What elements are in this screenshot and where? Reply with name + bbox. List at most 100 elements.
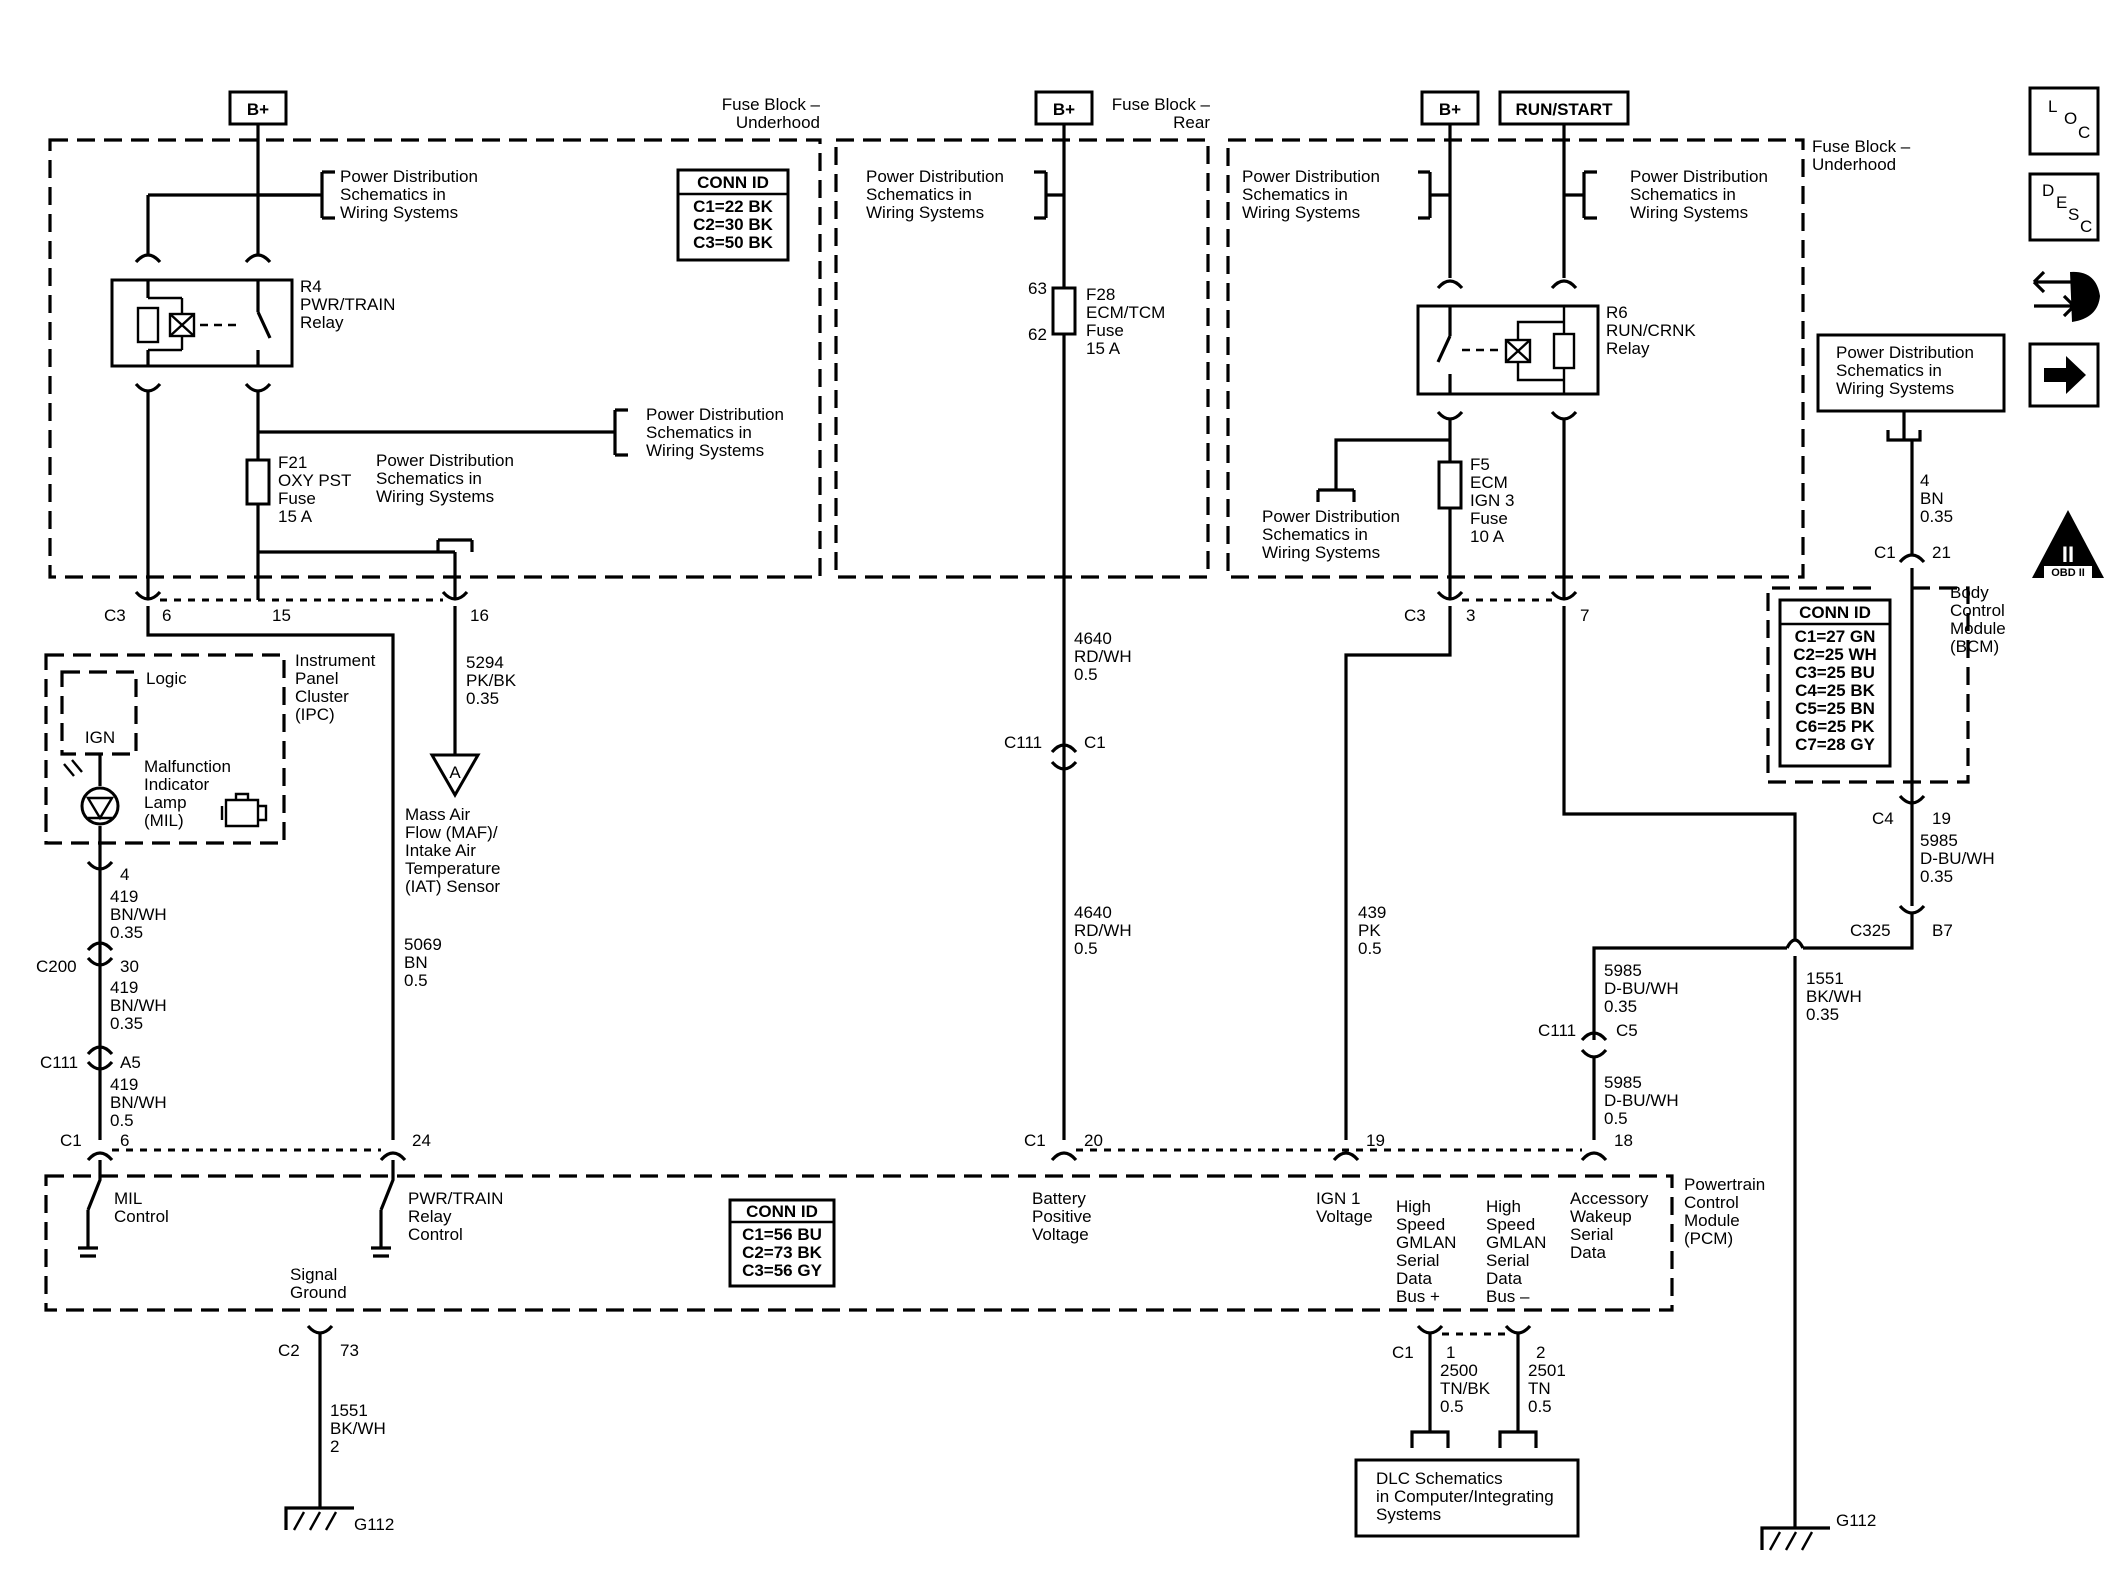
loc-icon[interactable]: L O C	[2028, 86, 2100, 156]
svg-text:Control: Control	[1684, 1193, 1739, 1212]
svg-text:1551: 1551	[1806, 969, 1844, 988]
svg-text:6: 6	[120, 1131, 129, 1150]
svg-text:C2=30 BK: C2=30 BK	[693, 215, 774, 234]
r4-relay: R4 PWR/TRAIN Relay	[110, 277, 395, 368]
svg-text:C3=56 GY: C3=56 GY	[742, 1261, 823, 1280]
svg-text:Schematics in: Schematics in	[340, 185, 446, 204]
svg-text:C3: C3	[1404, 606, 1426, 625]
svg-text:Schematics in: Schematics in	[866, 185, 972, 204]
svg-text:C2: C2	[278, 1341, 300, 1360]
svg-text:C3=50 BK: C3=50 BK	[693, 233, 774, 252]
svg-text:0.35: 0.35	[1920, 867, 1953, 886]
svg-text:Relay: Relay	[1606, 339, 1650, 358]
supply-bplus-2: B+	[1034, 90, 1094, 126]
svg-text:C1: C1	[1084, 733, 1106, 752]
svg-text:R6: R6	[1606, 303, 1628, 322]
svg-text:Indicator: Indicator	[144, 775, 210, 794]
svg-text:C6=25 PK: C6=25 PK	[1796, 717, 1876, 736]
svg-text:62: 62	[1028, 325, 1047, 344]
svg-text:439: 439	[1358, 903, 1386, 922]
svg-text:BN: BN	[404, 953, 428, 972]
rear-block-wires: Power Distribution Schematics in Wiring …	[866, 124, 1066, 1140]
svg-text:E: E	[2056, 193, 2067, 212]
svg-text:ECM/TCM: ECM/TCM	[1086, 303, 1165, 322]
c3-connector-right: C3 3 7	[1404, 590, 1589, 625]
svg-text:D-BU/WH: D-BU/WH	[1604, 1091, 1679, 1110]
svg-text:BK/WH: BK/WH	[1806, 987, 1862, 1006]
svg-text:OXY PST: OXY PST	[278, 471, 351, 490]
svg-text:30: 30	[120, 957, 139, 976]
svg-text:Temperature: Temperature	[405, 859, 500, 878]
svg-text:Bus –: Bus –	[1486, 1287, 1530, 1306]
dlc-box: DLC Schematics in Computer/Integrating S…	[1354, 1458, 1580, 1538]
supply-bplus-1-label: B+	[247, 100, 269, 119]
svg-text:RD/WH: RD/WH	[1074, 921, 1132, 940]
fuse-block-rear-l2: Rear	[1173, 113, 1210, 132]
wire-5069	[146, 606, 395, 1140]
svg-text:0.35: 0.35	[110, 1014, 143, 1033]
svg-text:Powertrain: Powertrain	[1684, 1175, 1765, 1194]
svg-text:Schematics in: Schematics in	[1630, 185, 1736, 204]
svg-text:GMLAN: GMLAN	[1486, 1233, 1546, 1252]
wire-4640-labels: 4640 RD/WH 0.5 C111 C1 4640 RD/WH 0.5	[1004, 629, 1132, 958]
svg-text:Module: Module	[1950, 619, 2006, 638]
svg-text:5294: 5294	[466, 653, 504, 672]
fuse-block-underhood-l2: Underhood	[736, 113, 820, 132]
svg-text:C1=56 BU: C1=56 BU	[742, 1225, 822, 1244]
next-arrow-icon[interactable]	[2028, 342, 2100, 408]
svg-text:High: High	[1396, 1197, 1431, 1216]
pcm-module: MIL Control PWR/TRAIN Relay Control CONN…	[44, 1160, 1674, 1312]
svg-text:Wakeup: Wakeup	[1570, 1207, 1632, 1226]
connector-pinout-icon[interactable]	[2032, 270, 2100, 322]
fuse-f21: F21 OXY PST Fuse 15 A	[245, 453, 351, 526]
svg-text:C5=25 BN: C5=25 BN	[1795, 699, 1875, 718]
svg-text:PWR/TRAIN: PWR/TRAIN	[408, 1189, 503, 1208]
svg-text:Positive: Positive	[1032, 1207, 1092, 1226]
svg-text:in Computer/Integrating: in Computer/Integrating	[1376, 1487, 1554, 1506]
svg-text:Malfunction: Malfunction	[144, 757, 231, 776]
svg-text:O: O	[2064, 109, 2077, 128]
svg-text:4: 4	[120, 865, 129, 884]
svg-text:C3: C3	[104, 606, 126, 625]
svg-text:Signal: Signal	[290, 1265, 337, 1284]
svg-text:419: 419	[110, 1075, 138, 1094]
svg-text:2500: 2500	[1440, 1361, 1478, 1380]
svg-text:Systems: Systems	[1376, 1505, 1441, 1524]
wire-1551-right-label: 1551 BK/WH 0.35	[1806, 969, 1862, 1024]
svg-text:C1: C1	[1392, 1343, 1414, 1362]
svg-text:BN/WH: BN/WH	[110, 1093, 167, 1112]
svg-text:0.5: 0.5	[110, 1111, 134, 1130]
desc-icon[interactable]: D E S C	[2028, 172, 2100, 242]
svg-text:4640: 4640	[1074, 629, 1112, 648]
svg-text:RUN/CRNK: RUN/CRNK	[1606, 321, 1696, 340]
svg-text:0.5: 0.5	[1358, 939, 1382, 958]
svg-text:4640: 4640	[1074, 903, 1112, 922]
svg-text:Fuse: Fuse	[1470, 509, 1508, 528]
signal-ground-wire: C2 73 1551 BK/WH 2	[278, 1324, 386, 1508]
svg-text:C111: C111	[1004, 733, 1042, 752]
svg-text:Flow (MAF)/: Flow (MAF)/	[405, 823, 498, 842]
svg-text:0.35: 0.35	[110, 923, 143, 942]
svg-text:Module: Module	[1684, 1211, 1740, 1230]
svg-text:2: 2	[330, 1437, 339, 1456]
wire-439-label: 439 PK 0.5	[1358, 903, 1386, 958]
wire-1551-right	[1562, 606, 1797, 1528]
svg-text:2501: 2501	[1528, 1361, 1566, 1380]
svg-text:C1: C1	[60, 1131, 82, 1150]
svg-text:24: 24	[412, 1131, 431, 1150]
svg-text:0.35: 0.35	[466, 689, 499, 708]
wire-4bn: 4 BN 0.35 C1 21	[1874, 440, 1953, 564]
svg-text:Schematics in: Schematics in	[646, 423, 752, 442]
svg-text:Control: Control	[1950, 601, 2005, 620]
svg-text:Accessory: Accessory	[1570, 1189, 1649, 1208]
svg-text:Power Distribution: Power Distribution	[1242, 167, 1380, 186]
r6-relay: R6 RUN/CRNK Relay	[1416, 303, 1696, 396]
svg-text:F28: F28	[1086, 285, 1115, 304]
svg-text:Serial: Serial	[1396, 1251, 1439, 1270]
svg-text:F5: F5	[1470, 455, 1490, 474]
svg-text:C1=22 BK: C1=22 BK	[693, 197, 774, 216]
svg-text:Schematics in: Schematics in	[1262, 525, 1368, 544]
svg-text:Wiring Systems: Wiring Systems	[866, 203, 984, 222]
svg-text:Wiring Systems: Wiring Systems	[340, 203, 458, 222]
